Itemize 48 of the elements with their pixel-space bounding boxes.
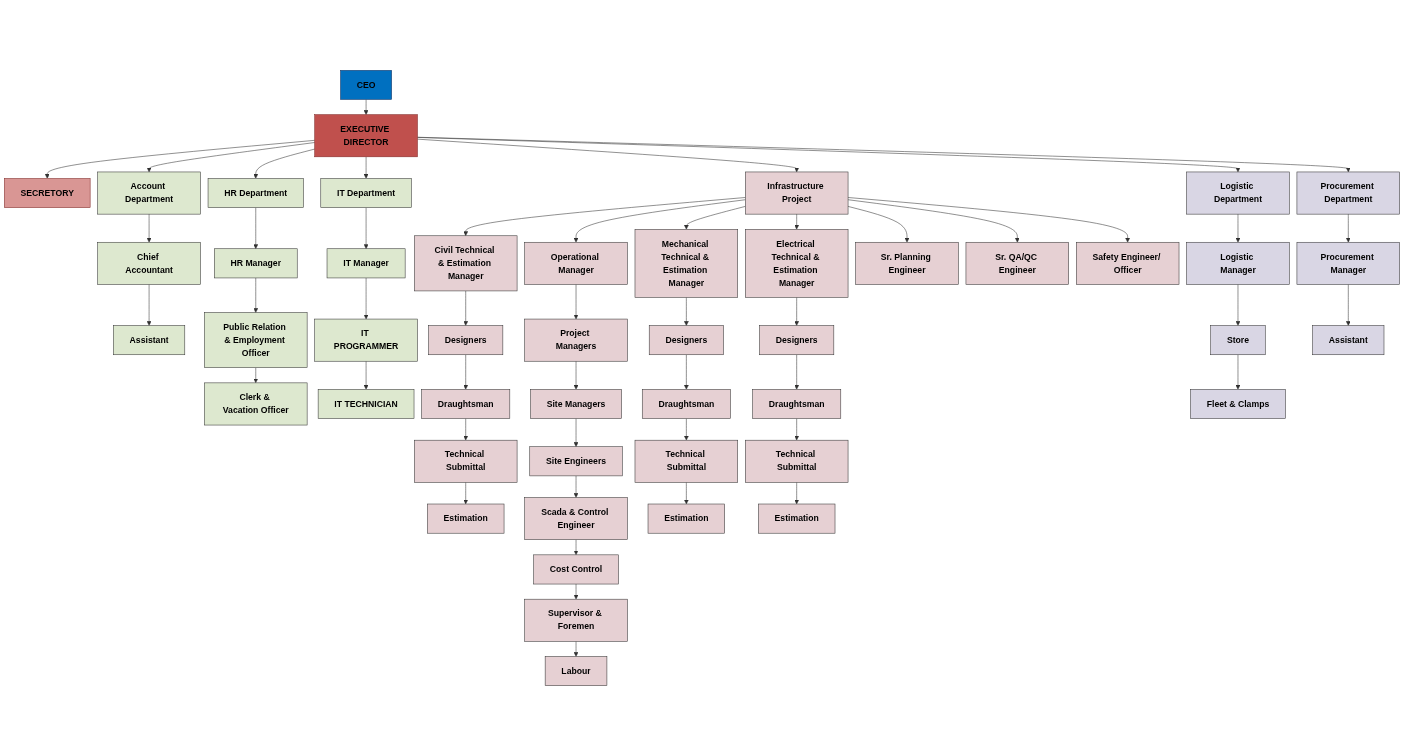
node-box: Safety Engineer/ Officer [1076, 242, 1180, 285]
node-box: Designers [428, 325, 504, 355]
node-box: Assistant [1312, 325, 1385, 355]
node-box: Store [1210, 325, 1266, 355]
node-box: Estimation [647, 503, 725, 534]
node-box: Labour [544, 656, 608, 686]
node-box: Mechanical Technical & Estimation Manager [634, 229, 738, 298]
node-box: Account Department [97, 171, 201, 215]
node-box: Public Relation & Employment Officer [204, 312, 308, 368]
node-box: Assistant [113, 325, 186, 355]
node-box: Logistic Department [1186, 171, 1290, 215]
node-box: Operational Manager [524, 242, 628, 285]
node-box: IT Department [320, 178, 412, 208]
node-box: Designers [759, 325, 835, 355]
node-box: Technical Submittal [745, 439, 849, 483]
node-box: HR Department [207, 178, 304, 208]
node-box: IT Manager [326, 248, 406, 279]
node-box: Project Managers [524, 318, 628, 362]
node-box: Procurement Manager [1296, 242, 1400, 285]
node-box: HR Manager [214, 248, 298, 279]
node-box: Scada & Control Engineer [524, 497, 628, 540]
node-box: Sr. Planning Engineer [855, 242, 959, 285]
node-box: Procurement Department [1296, 171, 1400, 215]
node-box: IT TECHNICIAN [317, 389, 415, 419]
node-box: Draughtsman [421, 389, 511, 419]
node-box: Technical Submittal [414, 439, 518, 483]
node-box: Logistic Manager [1186, 242, 1290, 285]
node-box: Infrastructure Project [745, 171, 849, 215]
node-box: Site Managers [530, 389, 622, 419]
node-box: Draughtsman [642, 389, 731, 419]
node-box: Cost Control [533, 554, 619, 585]
node-box: SECRETORY [4, 178, 91, 208]
node-box: EXECUTIVE DIRECTOR [314, 114, 418, 158]
node-box: Site Engineers [529, 446, 623, 477]
node-box: IT PROGRAMMER [314, 318, 418, 362]
node-box: Draughtsman [752, 389, 842, 419]
node-box: Fleet & Clamps [1190, 389, 1286, 419]
node-box: Electrical Technical & Estimation Manager [745, 229, 849, 298]
node-box: Civil Technical & Estimation Manager [414, 235, 518, 292]
node-box: Technical Submittal [634, 439, 738, 483]
node-box: Sr. QA/QC Engineer [965, 242, 1069, 285]
node-box: CEO [340, 70, 392, 100]
node-box: Designers [648, 325, 724, 355]
node-box: Chief Accountant [97, 242, 201, 285]
node-box: Estimation [427, 503, 505, 534]
node-box: Clerk & Vacation Officer [204, 382, 308, 426]
node-box: Supervisor & Foremen [524, 598, 628, 642]
node-box: Estimation [758, 503, 836, 534]
